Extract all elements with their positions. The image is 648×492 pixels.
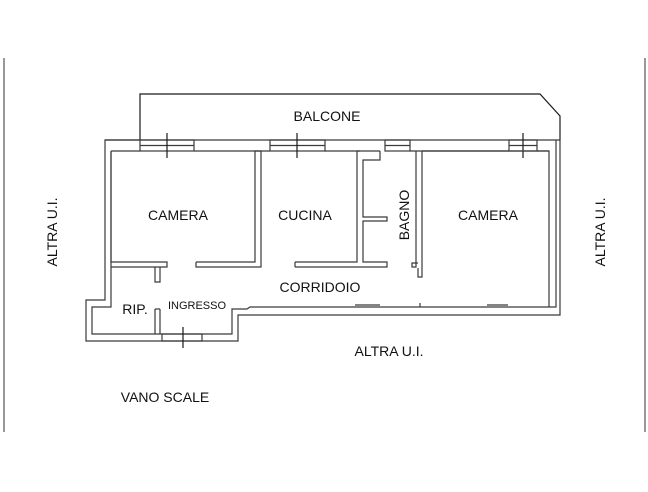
window-bathroom <box>384 139 411 152</box>
window-bedroom-right <box>508 133 538 158</box>
label-bedroom-left: CAMERA <box>148 207 209 223</box>
corridor-walls <box>355 303 508 307</box>
label-bathroom: BAGNO <box>396 190 412 241</box>
label-neighbor-right: ALTRA U.I. <box>592 198 608 267</box>
window-bedroom-left <box>139 133 195 158</box>
balcony <box>139 93 561 140</box>
kitchen-walls <box>294 150 388 268</box>
label-stairwell: VANO SCALE <box>121 389 209 405</box>
label-storage: RIP. <box>122 301 147 317</box>
label-entrance: INGRESSO <box>168 300 227 312</box>
bedroom-left-walls <box>110 150 262 283</box>
label-bedroom-right: CAMERA <box>458 207 519 223</box>
label-kitchen: CUCINA <box>278 207 332 223</box>
window-kitchen <box>269 133 326 158</box>
storage-walls <box>154 308 161 334</box>
label-balcony: BALCONE <box>294 108 361 124</box>
label-neighbor-left: ALTRA U.I. <box>44 198 60 267</box>
label-corridor: CORRIDOIO <box>280 279 361 295</box>
bathroom-walls <box>411 150 550 307</box>
label-neighbor-bottom: ALTRA U.I. <box>355 343 424 359</box>
outer-walls <box>85 139 561 342</box>
entrance-door <box>161 327 203 348</box>
